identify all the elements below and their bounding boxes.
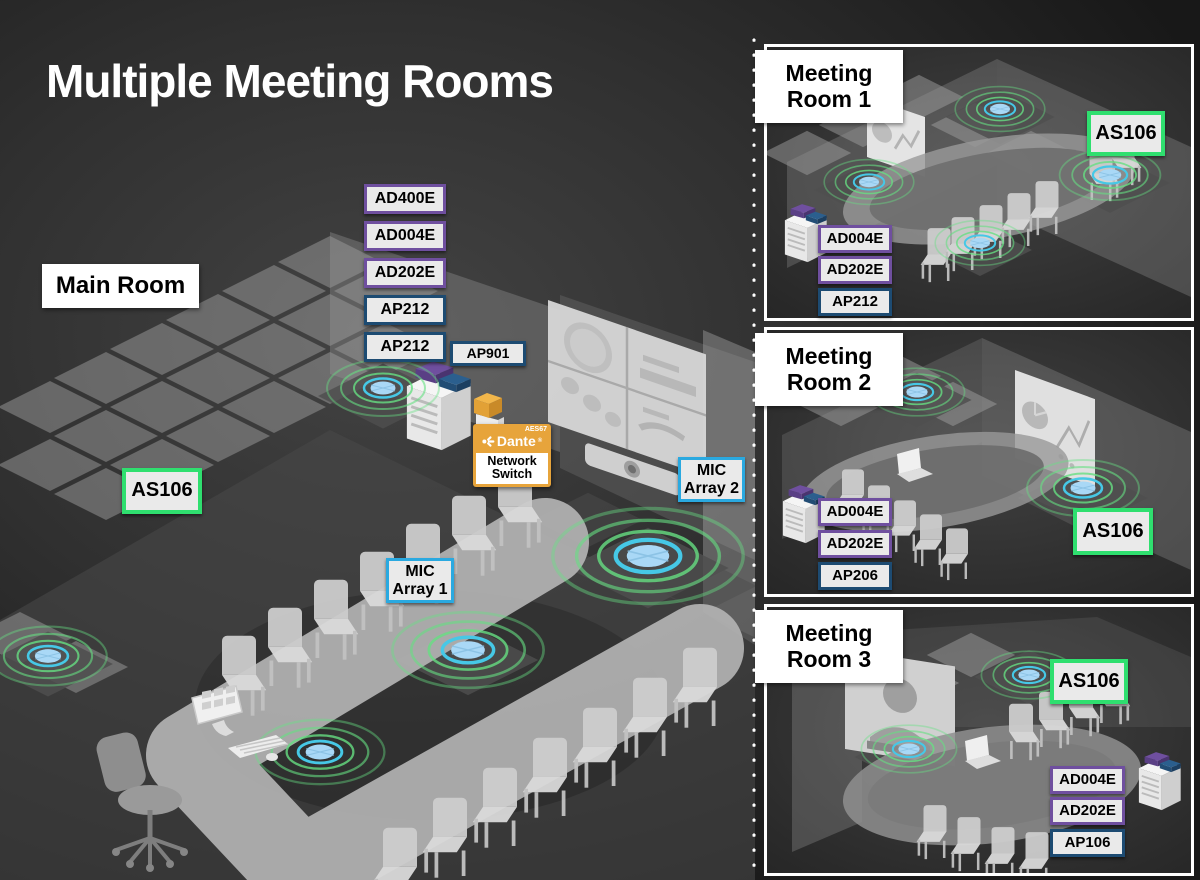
meeting-room-1-label: Meeting Room 1: [755, 50, 903, 123]
main-room-label: Main Room: [42, 264, 199, 308]
video-wall: [548, 300, 706, 477]
room-name-line1: Meeting: [785, 59, 873, 86]
mic-array-2-label: MIC Array 2: [678, 457, 745, 502]
laptop: [897, 448, 933, 482]
speaker-label-as106-room3: AS106: [1050, 659, 1128, 704]
mouse: [266, 753, 278, 761]
network-switch-line2: Switch: [491, 467, 533, 482]
device-label-ap901: AP901: [450, 341, 526, 366]
dante-brand: Dante®: [476, 433, 548, 449]
room-name-line1: Meeting: [785, 342, 873, 369]
mic-array-1-line1: MIC: [405, 563, 435, 581]
device-label-ap212-room1: AP212: [818, 288, 892, 316]
mic-array-2-line1: MIC: [696, 462, 727, 480]
dante-brand-text: Dante: [496, 433, 536, 449]
equipment-rack: [1137, 751, 1182, 812]
meeting-room-1-panel: Meeting Room 1 AS106 AD004E AD202E AP212: [755, 44, 1194, 321]
meeting-room-1-illustration: [767, 59, 1191, 297]
device-label-ad004e-room1: AD004E: [818, 225, 892, 253]
dotted-separator: [752, 38, 756, 876]
laptop: [965, 735, 1001, 769]
u-shaped-table: [146, 498, 744, 880]
device-label-ad202e: AD202E: [364, 258, 446, 288]
aes67-text: AES67: [524, 426, 547, 433]
room-name-line2: Room 1: [786, 85, 872, 112]
device-label-ad004e-room2: AD004E: [818, 498, 892, 526]
device-label-ap212-a: AP212: [364, 295, 446, 325]
room-name-line1: Meeting: [785, 619, 873, 646]
device-label-ap212-b: AP212: [364, 332, 446, 362]
device-label-ap106-room3: AP106: [1050, 829, 1125, 857]
control-panel: [191, 684, 243, 736]
room-name-line2: Room 3: [786, 645, 872, 672]
page-title: Multiple Meeting Rooms: [46, 55, 554, 107]
meeting-room-2-label: Meeting Room 2: [755, 333, 903, 406]
speaker-label-as106-room2: AS106: [1073, 508, 1153, 555]
device-label-ad004e: AD004E: [364, 221, 446, 251]
mic-array-2-line2: Array 2: [683, 479, 740, 497]
dante-network-switch-badge: AES67 Dante® Network Switch: [473, 424, 551, 487]
office-chair: [96, 732, 188, 872]
dante-reg-mark: ®: [537, 438, 543, 444]
device-label-ad400e: AD400E: [364, 184, 446, 214]
device-label-ad202e-room1: AD202E: [818, 256, 892, 284]
device-label-ad202e-room3: AD202E: [1050, 797, 1125, 825]
network-switch-label: Network Switch: [476, 453, 548, 484]
speaker-label-as106-main: AS106: [122, 468, 202, 514]
speaker-label-as106-room1: AS106: [1087, 111, 1165, 156]
mic-array-1-label: MIC Array 1: [386, 558, 454, 603]
device-label-ad004e-room3: AD004E: [1050, 766, 1125, 794]
meeting-room-2-panel: Meeting Room 2 AD004E AD202E AP206 AS106: [755, 327, 1194, 597]
device-label-ap206-room2: AP206: [818, 562, 892, 590]
keyboard: [228, 735, 289, 758]
meeting-room-3-label: Meeting Room 3: [755, 610, 903, 683]
network-switch-line1: Network: [487, 454, 537, 468]
main-room-illustration: [0, 232, 755, 880]
video-camera-bar: [585, 443, 680, 496]
mic-array-1-line2: Array 1: [392, 580, 448, 598]
device-label-ad202e-room2: AD202E: [818, 530, 892, 558]
meeting-room-3-panel: Meeting Room 3 AS106 AD004E AD202E AP106: [755, 604, 1194, 876]
room-name-line2: Room 2: [786, 368, 872, 395]
dante-logo-icon: [482, 435, 495, 447]
